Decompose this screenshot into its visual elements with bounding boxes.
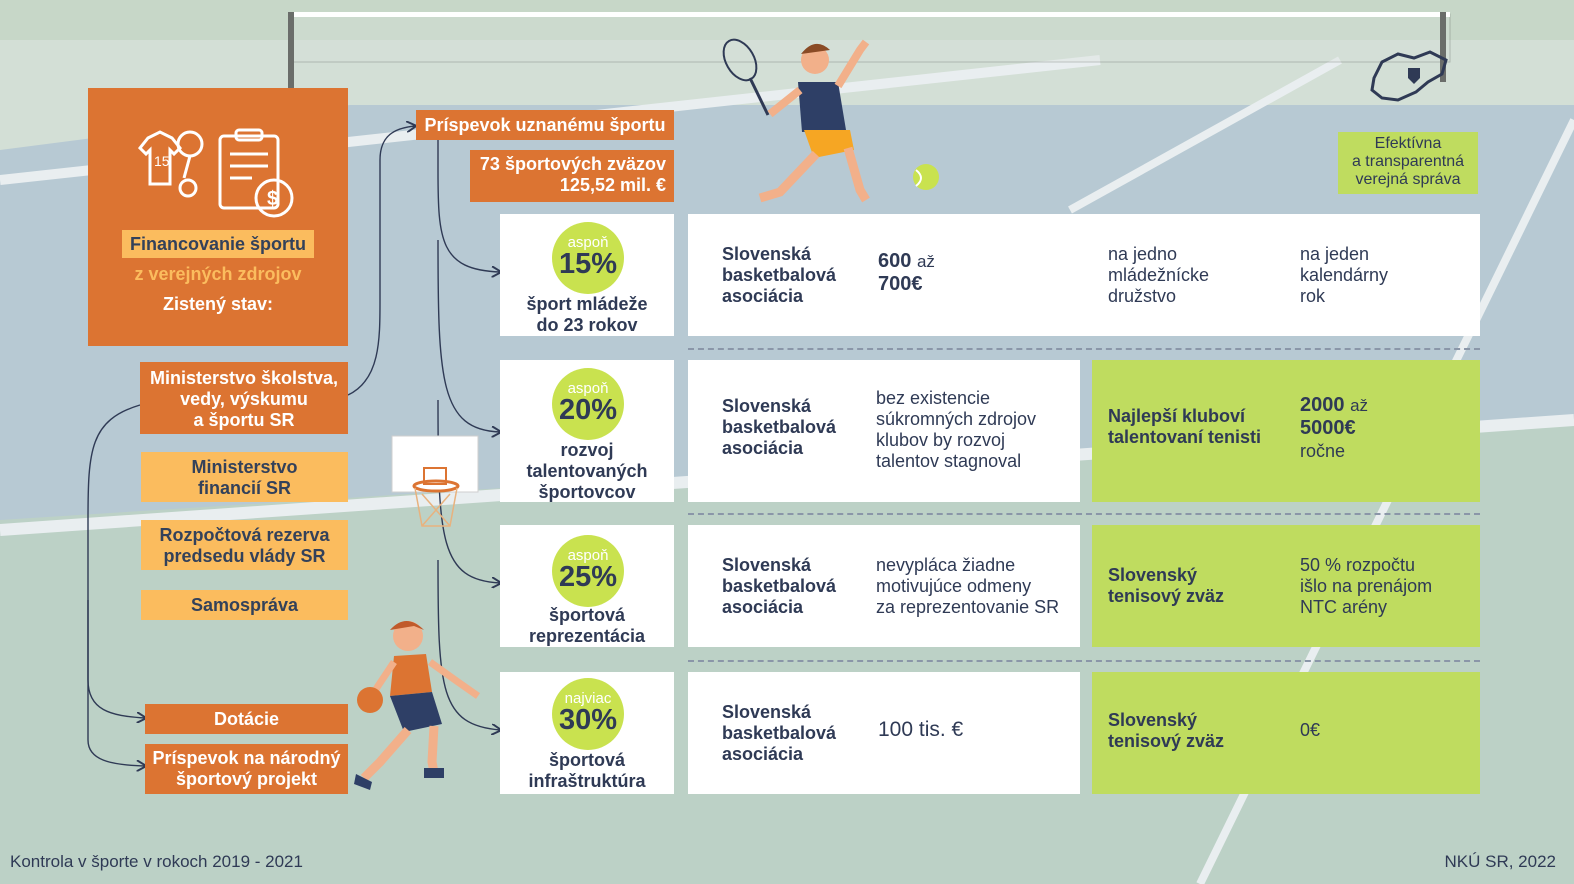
svg-text:$: $ [267, 188, 278, 210]
tennis-ball-icon: najviac 30% [552, 678, 624, 750]
category-title: športová infraštruktúra [528, 750, 646, 791]
period: na jeden kalendárny rok [1300, 244, 1389, 306]
tennis-note: 50 % rozpočtu išlo na prenájom NTC arény [1300, 555, 1433, 617]
organization: Slovenská basketbalová asociácia [722, 244, 837, 306]
slovakia-map-icon [1370, 50, 1448, 102]
note: 100 tis. € [878, 718, 964, 741]
source-ministry-education: Ministerstvo školstva, vedy, výskumu a š… [140, 362, 348, 434]
basketball-player-illustration [354, 621, 481, 790]
category-title: šport mládeže do 23 rokov [526, 294, 648, 335]
detail-row-youth: Slovenská basketbalová asociácia 600 až … [688, 214, 1480, 336]
detail-row-talent: Slovenská basketbalová asociácia bez exi… [688, 360, 1080, 502]
category-card-representation: aspoň 25% športová reprezentácia [500, 525, 674, 647]
percent: 30% [558, 704, 618, 736]
basketball-hoop-illustration [391, 435, 479, 527]
source-pm-budget-reserve: Rozpočtová rezerva predsedu vlády SR [141, 520, 348, 570]
tennis-note: 0€ [1300, 720, 1321, 740]
category-card-talent: aspoň 20% rozvoj talentovaných športovco… [500, 360, 674, 502]
tennis-detail-infrastructure: Slovenský tenisový zväz 0€ [1092, 672, 1480, 794]
tennis-detail-talent: Najlepší kluboví talentovaní tenisti 200… [1092, 360, 1480, 502]
detail-row-representation: Slovenská basketbalová asociácia nevyplá… [688, 525, 1080, 647]
per-unit: na jedno mládežnícke družstvo [1108, 244, 1210, 306]
qualifier: aspoň [567, 234, 609, 251]
category-title: rozvoj talentovaných športovcov [526, 440, 648, 502]
category-title: športová reprezentácia [528, 605, 646, 646]
organization: Slovenská basketbalová asociácia [722, 702, 837, 764]
row-divider [688, 348, 1480, 350]
note: bez existencie súkromných zdrojov klubov… [876, 388, 1037, 471]
tennis-ball-icon: aspoň 20% [552, 368, 624, 440]
percent: 15% [558, 248, 618, 280]
source-self-government: Samospráva [141, 590, 348, 620]
note: nevypláca žiadne motivujúce odmeny za re… [876, 555, 1060, 617]
footer-right: NKÚ SR, 2022 [1444, 852, 1557, 871]
main-title-line2: z verejných zdrojov [134, 264, 302, 284]
qualifier: najviac [564, 690, 612, 707]
tennis-organization: Slovenský tenisový zväz [1108, 565, 1225, 606]
row-divider [688, 513, 1480, 515]
qualifier: aspoň [567, 380, 609, 397]
main-title-line1: Financovanie športu [129, 234, 307, 254]
sports-finance-icon: 15 $ [137, 128, 294, 218]
tennis-organization: Slovenský tenisový zväz [1108, 710, 1225, 751]
tennis-amount: 2000 až 5000€ ročne [1300, 394, 1369, 461]
qualifier: aspoň [567, 547, 609, 564]
percent: 25% [558, 561, 618, 593]
footer-left: Kontrola v športe v rokoch 2019 - 2021 [10, 852, 303, 871]
category-card-youth: aspoň 15% šport mládeže do 23 rokov [500, 214, 674, 336]
source-ministry-finance: Ministerstvo financií SR [141, 452, 348, 502]
tennis-organization: Najlepší kluboví talentovaní tenisti [1108, 406, 1262, 447]
tennis-ball-icon: aspoň 15% [552, 222, 624, 294]
tennis-detail-representation: Slovenský tenisový zväz 50 % rozpočtu iš… [1092, 525, 1480, 647]
organization: Slovenská basketbalová asociácia [722, 555, 837, 617]
detail-row-infrastructure: Slovenská basketbalová asociácia 100 tis… [688, 672, 1080, 794]
tennis-ball-icon: aspoň 25% [552, 535, 624, 607]
main-title-line3: Zistený stav: [162, 294, 274, 314]
percent: 20% [558, 394, 618, 426]
row-divider [688, 660, 1480, 662]
efficient-public-administration-label: Efektívna a transparentná verejná správa [1338, 132, 1478, 194]
grant-national-sport-project: Príspevok na národný športový projekt [145, 744, 348, 794]
svg-text:15: 15 [154, 153, 170, 169]
organization: Slovenská basketbalová asociácia [722, 396, 837, 458]
category-card-infrastructure: najviac 30% športová infraštruktúra [500, 672, 674, 794]
amount: 600 až 700€ [878, 250, 935, 295]
grant-subsidies: Dotácie [145, 704, 348, 734]
funding-summary-box: 15 $ Financovanie športu z verejných zdr… [88, 88, 348, 346]
tennis-player-illustration [722, 38, 939, 203]
recognized-sport-contribution-tag: Príspevok uznanému športu [416, 110, 674, 140]
federations-stats: 73 športových zväzov 125,52 mil. € [470, 150, 674, 202]
